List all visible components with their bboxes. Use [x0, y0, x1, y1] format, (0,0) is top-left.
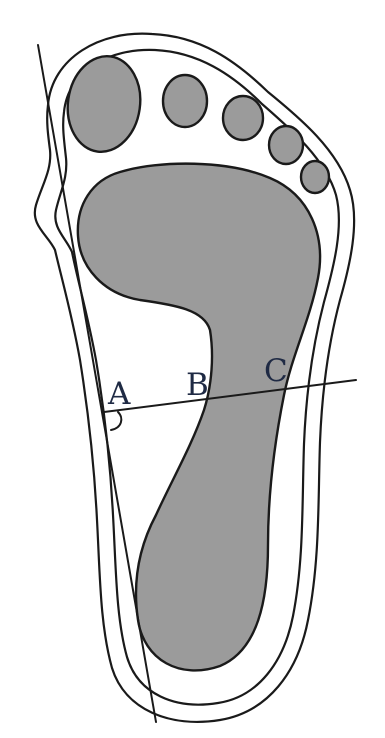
point-label-b: B — [186, 367, 209, 403]
sole-print — [78, 164, 320, 671]
angle-arc — [111, 412, 121, 430]
toe-print-second — [163, 75, 207, 127]
toe-print-big — [62, 51, 147, 156]
toe-print-fifth — [301, 161, 329, 193]
point-label-a: A — [107, 376, 131, 412]
point-label-c: C — [264, 353, 288, 389]
toe-print-third — [223, 96, 263, 140]
toe-print-fourth — [269, 126, 303, 164]
